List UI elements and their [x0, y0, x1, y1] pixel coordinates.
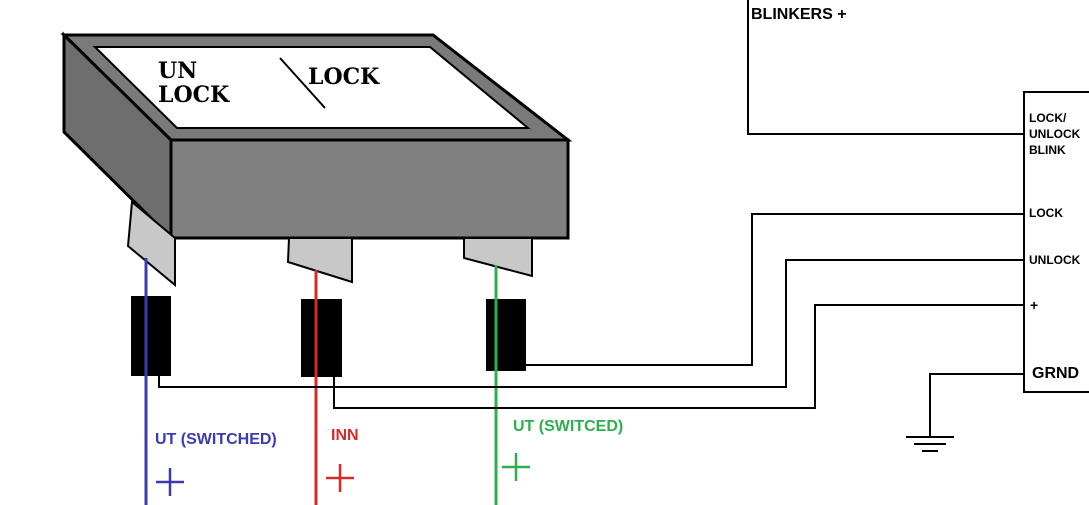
plus-sign-left [156, 468, 184, 496]
wire-lock [526, 213, 1024, 366]
lock-label: LOCK [308, 64, 380, 90]
terminal-right [463, 237, 533, 278]
module-label-plus: + [1030, 297, 1038, 313]
switch-divider [279, 57, 326, 109]
terminal-left [126, 200, 176, 288]
plus-sign-right [502, 453, 530, 481]
wire-blinkers [747, 0, 1024, 135]
label-inn: INN [331, 427, 359, 444]
module-label-blink-1: LOCK/ [1029, 111, 1067, 125]
switch-front-face [169, 138, 570, 240]
unlock-label-line2: LOCK [158, 82, 230, 108]
terminal-middle [286, 237, 353, 284]
label-out-switced: UT (SWITCED) [513, 418, 623, 435]
wire-unlock [158, 259, 1024, 388]
plus-sign-middle [326, 464, 354, 492]
unlock-label-line1: UN [158, 58, 197, 84]
wire-ground [929, 373, 1024, 437]
module-label-blink-3: BLINK [1029, 143, 1066, 157]
module-label-blink-2: UNLOCK [1029, 127, 1081, 141]
module-box [1023, 91, 1089, 393]
connector-right [486, 299, 526, 371]
ground-symbol-icon [906, 436, 954, 452]
wire-plus [333, 304, 1024, 409]
connector-middle [301, 299, 342, 377]
label-out-switched: UT (SWITCHED) [155, 431, 277, 448]
switch-label-plate [92, 46, 531, 129]
module-label-lock: LOCK [1029, 206, 1063, 220]
black-wiring [158, 0, 1024, 437]
module-label-unlock: UNLOCK [1029, 253, 1081, 267]
connector-left [131, 296, 171, 376]
blinkers-label: BLINKERS + [751, 6, 847, 23]
rocker-switch [60, 31, 573, 242]
module-label-ground: GRND [1032, 365, 1079, 382]
